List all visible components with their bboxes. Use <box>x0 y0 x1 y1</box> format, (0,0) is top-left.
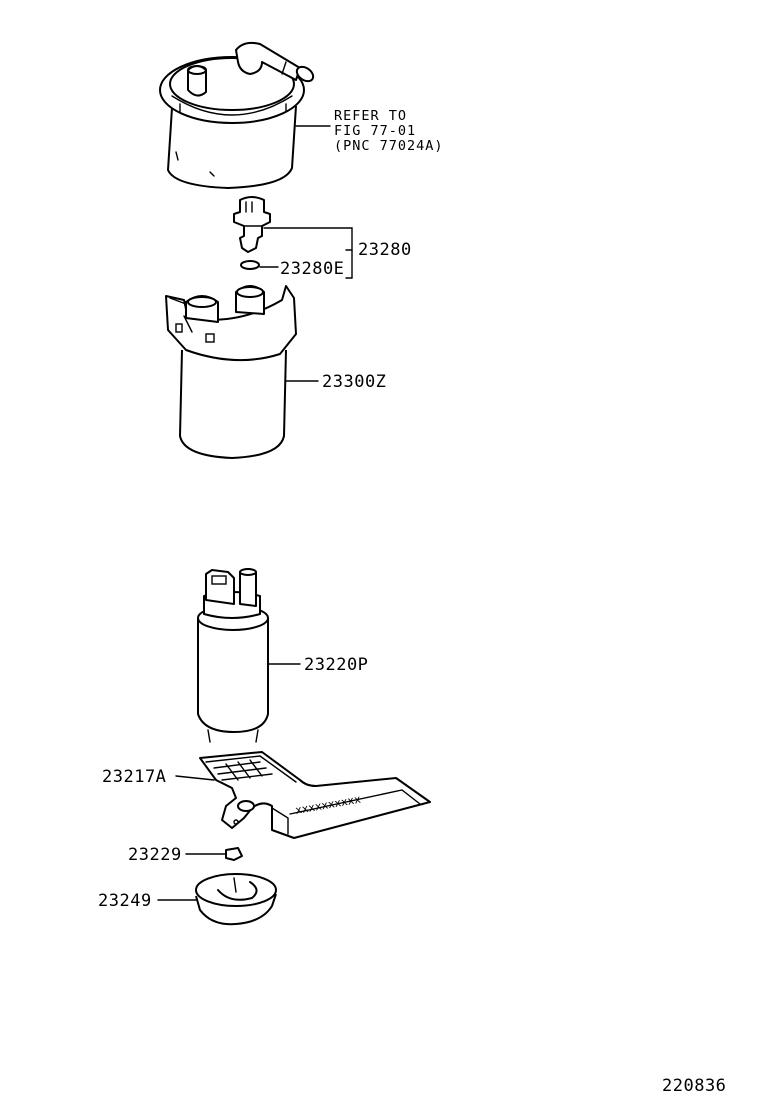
reference-note-line-3: (PNC 77024A) <box>334 138 444 154</box>
reference-note-line-1: REFER TO <box>334 108 407 124</box>
figure-id: 220836 <box>662 1076 726 1096</box>
part-label-23229: 23229 <box>128 845 182 865</box>
part-label-23220P: 23220P <box>304 655 368 675</box>
leader-line-23217A <box>175 775 215 781</box>
reference-note-line-2: FIG 77-01 <box>334 123 416 139</box>
fuel-filter-drawing <box>165 285 297 459</box>
pump-cushion-drawing <box>195 873 277 926</box>
clip-drawing <box>225 847 243 861</box>
part-label-23217A: 23217A <box>102 767 166 787</box>
part-label-23249: 23249 <box>98 891 152 911</box>
pressure-regulator-drawing <box>233 196 271 253</box>
part-label-23300Z: 23300Z <box>322 372 386 392</box>
leader-line-23280 <box>263 227 353 279</box>
fuel-sender-gauge-cover-drawing <box>159 41 315 189</box>
fuel-pump-drawing <box>197 568 269 743</box>
fuel-strainer-drawing: xxxxxxxxxx <box>199 751 431 839</box>
part-label-23280: 23280 <box>358 240 412 260</box>
regulator-oring-drawing <box>240 260 260 270</box>
part-label-23280E: 23280E <box>280 259 344 279</box>
